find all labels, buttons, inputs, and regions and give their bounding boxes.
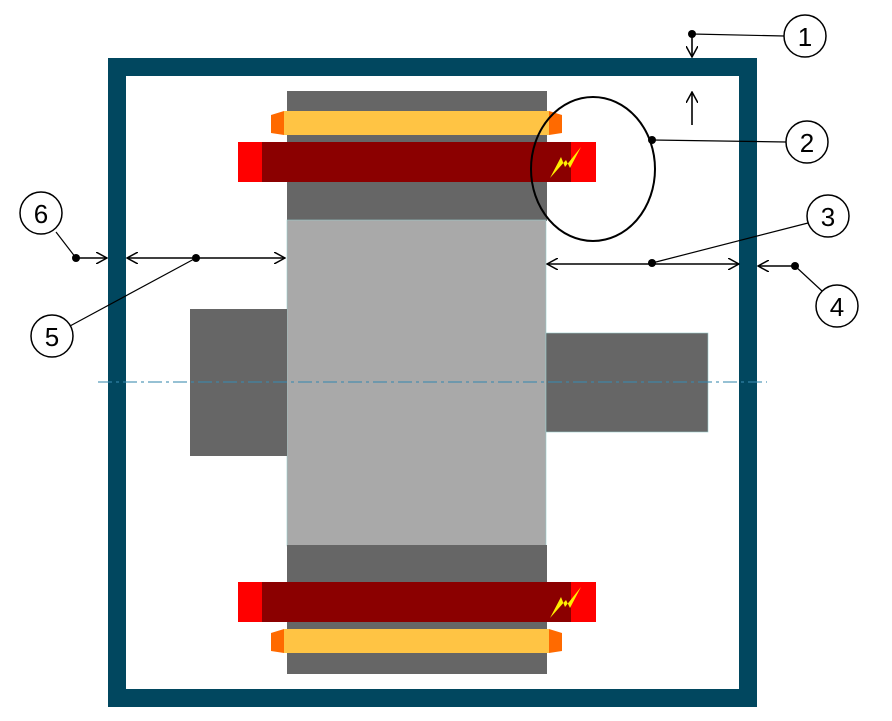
highlight-ellipse [530,96,656,242]
lightning-icon [550,147,581,178]
bottom-bar [271,629,562,653]
callout-label: 6 [34,199,48,229]
callout-label: 3 [821,202,835,232]
leader-dots [72,30,799,270]
callout-3: 3 [806,194,850,238]
lightning-icon [550,587,581,618]
callout-1: 1 [783,14,827,58]
dimension-arrows [76,34,795,266]
callout-4: 4 [815,284,859,328]
core-center [286,219,547,547]
callout-6: 6 [19,191,63,235]
callout-label: 4 [830,292,844,322]
callout-label: 1 [798,22,812,52]
top-winding [238,142,596,182]
top-bar [271,111,562,135]
callout-2: 2 [785,120,829,164]
callout-label: 5 [45,322,59,352]
leader-lines [55,33,823,327]
callout-label: 2 [800,128,814,158]
bottom-winding [238,582,596,622]
callout-5: 5 [30,314,74,358]
